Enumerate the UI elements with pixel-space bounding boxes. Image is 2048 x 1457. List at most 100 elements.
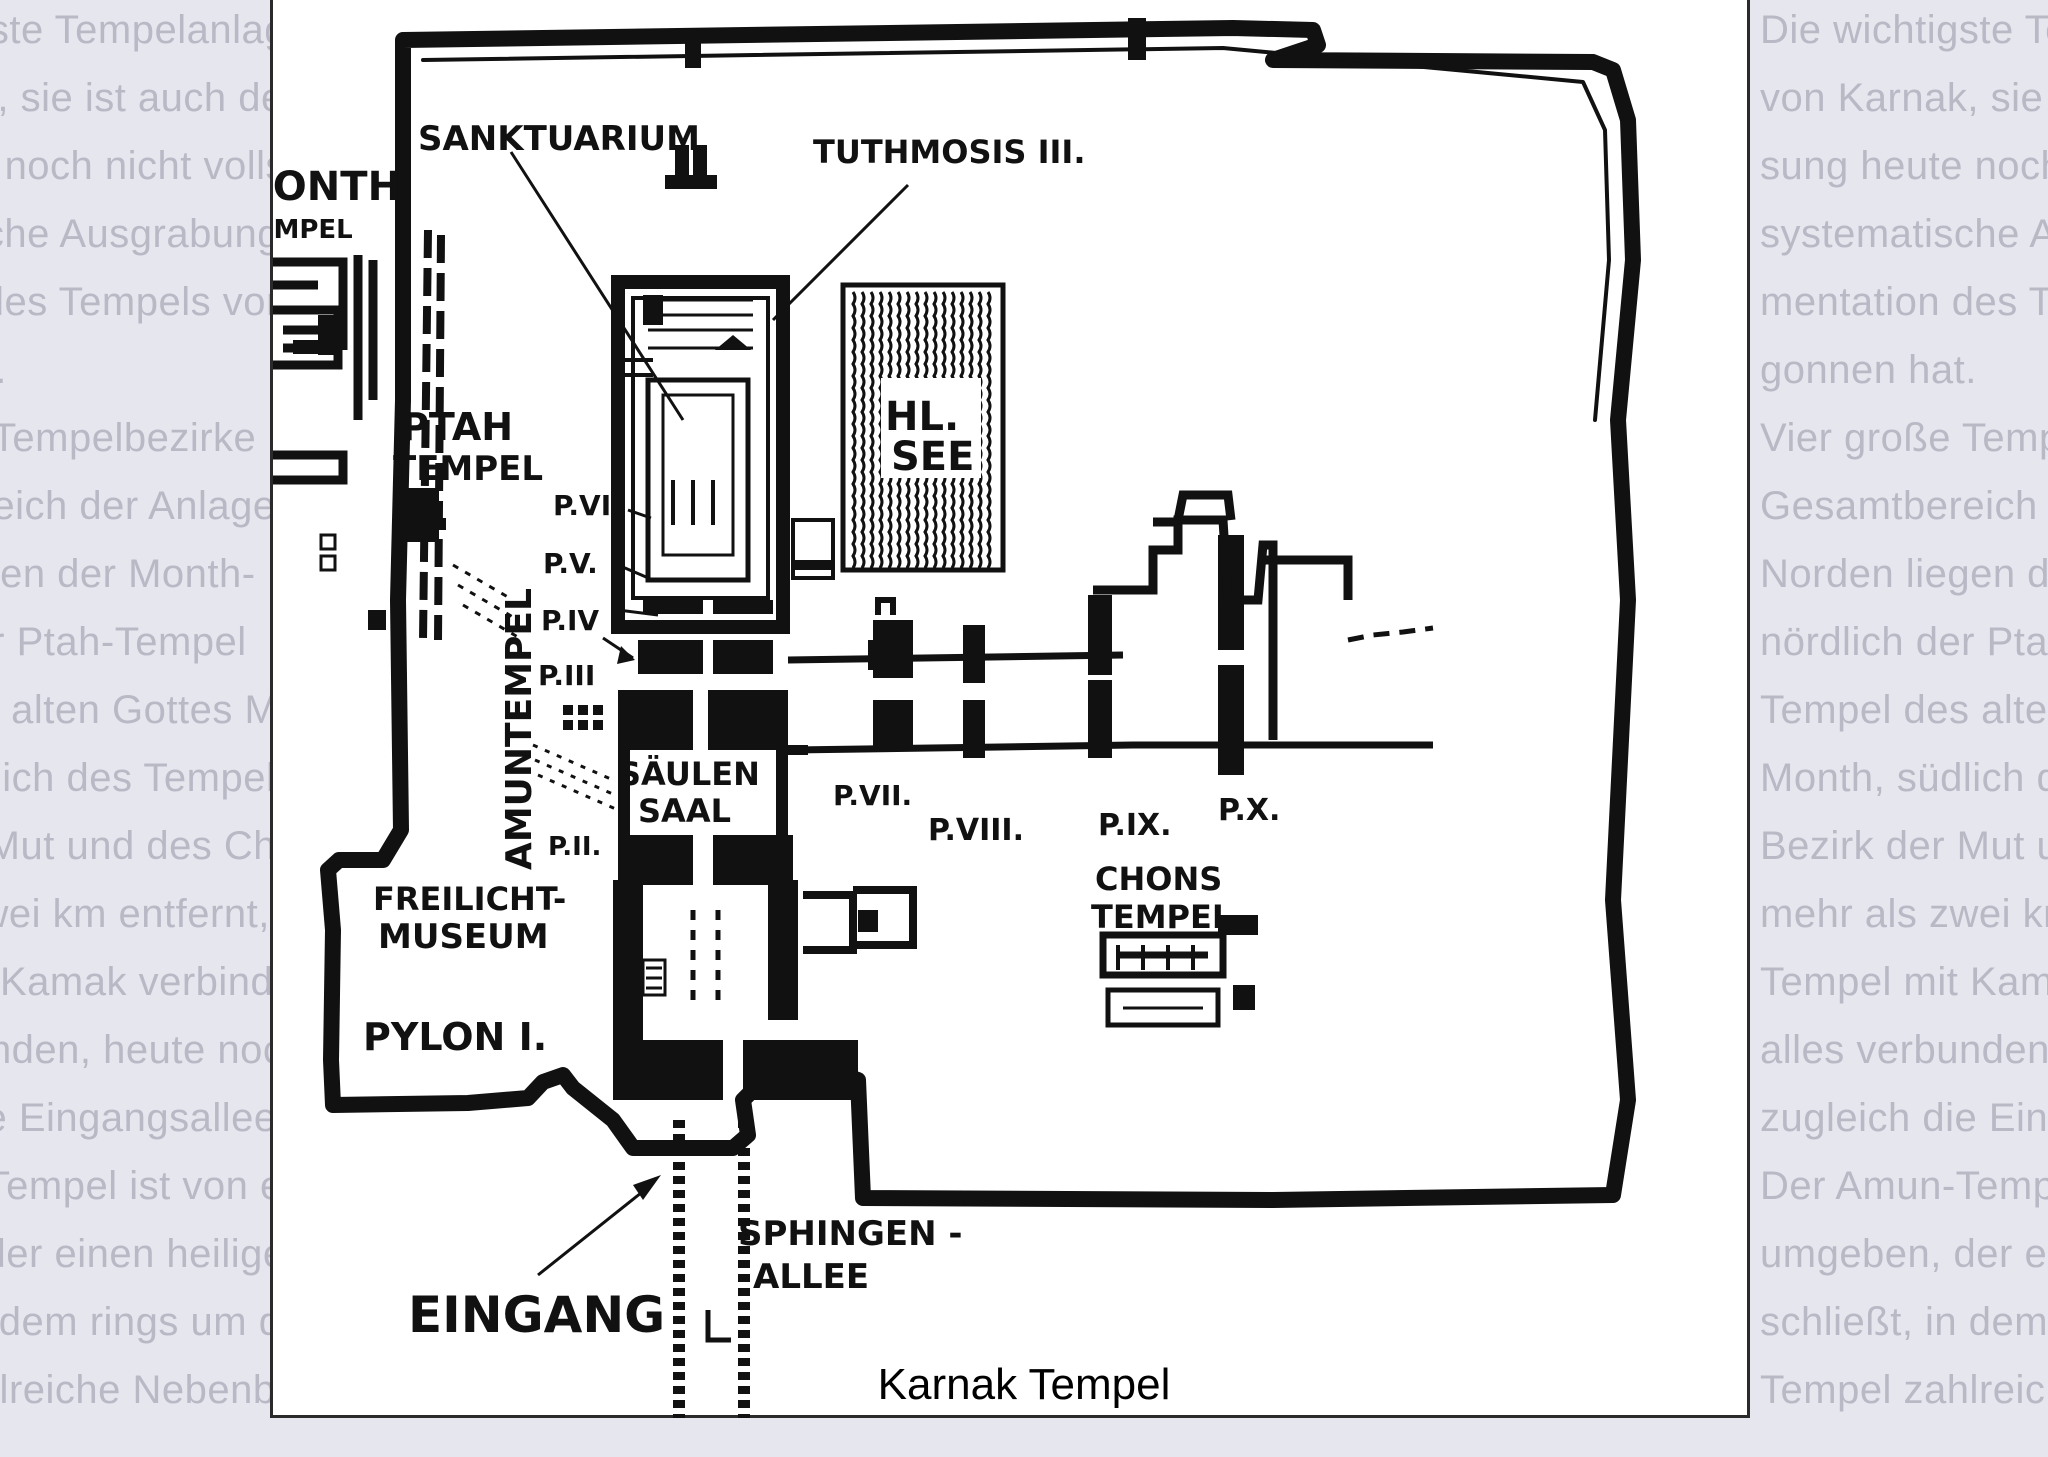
background-text-line-left: zugleich die Eingangsallee xyxy=(0,1096,277,1140)
label-sanktuarium: SANKTUARIUM xyxy=(418,119,700,159)
sphinx-mark xyxy=(673,1218,685,1226)
background-text-line: Bezirk der Mut und des Chons, xyxy=(1760,824,2048,868)
background-text-line-left: Tempel mit Kamak verbindet xyxy=(0,960,308,1004)
sphinx-mark xyxy=(738,1414,750,1418)
sphinx-mark xyxy=(673,1372,685,1380)
background-text-line: Die wichtigste Tempelanlage in xyxy=(1760,8,2048,52)
sphinx-mark xyxy=(738,1148,750,1156)
sphinx-mark xyxy=(673,1246,685,1254)
sphinx-mark xyxy=(738,1330,750,1338)
month-temple xyxy=(273,255,378,485)
sphinx-mark xyxy=(738,1232,750,1240)
eingang-arrow-head xyxy=(633,1175,661,1200)
sanctuary xyxy=(611,275,790,634)
sphinx-mark xyxy=(738,1162,750,1170)
background-text-line: mentation des Tempels von Amun xyxy=(1760,280,2048,324)
label-p4: P.IV xyxy=(541,604,599,637)
background-text-line: schließt, in dem rings um den xyxy=(1760,1300,2048,1344)
sphinx-mark xyxy=(673,1162,685,1170)
sphinx-mark xyxy=(673,1344,685,1352)
sphinx-mark xyxy=(738,1246,750,1254)
background-text-line: von Karnak, sie ist auch der leich- xyxy=(1760,76,2048,120)
label-allee: ALLEE xyxy=(753,1257,869,1297)
label-sphingen: SPHINGEN - xyxy=(738,1214,963,1254)
background-text-line: Tempel zahlreiche Nebenbauten xyxy=(1760,1368,2048,1412)
label-p5: P.V. xyxy=(543,547,598,580)
sphinx-mark xyxy=(673,1204,685,1212)
background-text-line: sung heute noch nicht vollständig xyxy=(1760,144,2048,188)
background-text-line: Tempel des alten Gottes Month, xyxy=(1760,688,2048,732)
sphinx-mark xyxy=(673,1134,685,1142)
label-chons: CHONS xyxy=(1095,860,1222,898)
sacred-lake xyxy=(840,282,1006,573)
west-inner-wall xyxy=(419,229,445,641)
label-p2: P.II. xyxy=(548,832,601,862)
background-text-line: Der Amun-Tempel ist von einem xyxy=(1760,1164,2048,1208)
sphinx-mark xyxy=(738,1176,750,1184)
sphinx-mark xyxy=(673,1120,685,1128)
label-amuntempel: AMUNTEMPEL xyxy=(499,588,540,870)
sphinx-mark xyxy=(673,1302,685,1310)
background-text-line: Month, südlich des Tempels und xyxy=(1760,756,2048,800)
sphinx-mark xyxy=(673,1288,685,1296)
label-museum: MUSEUM xyxy=(378,917,549,957)
label-hl-see-1: HL. xyxy=(885,394,959,440)
sphinx-mark xyxy=(673,1176,685,1184)
background-text-line-left: gonnen hat. xyxy=(0,348,7,393)
background-text-line-left: nördlich der Ptah-Tempel xyxy=(0,620,247,664)
label-p9: P.IX. xyxy=(1098,808,1172,843)
enclosure-inner xyxy=(421,46,1611,422)
lake-wave xyxy=(869,291,875,569)
label-p8: P.VIII. xyxy=(928,813,1024,848)
lake-wave xyxy=(851,291,857,569)
label-saeulen: SÄULEN xyxy=(618,755,760,793)
lake-wave xyxy=(986,291,992,569)
label-hl-see-2: SEE xyxy=(891,434,974,480)
sphinx-mark xyxy=(673,1148,685,1156)
label-eingang: EINGANG xyxy=(408,1286,665,1344)
label-month: MONTH xyxy=(273,164,401,210)
label-ptah: PTAH xyxy=(401,405,513,449)
background-text-line: gonnen hat. xyxy=(1760,348,1977,392)
label-pylon1: PYLON I. xyxy=(363,1015,547,1059)
sphinx-mark xyxy=(673,1274,685,1282)
north-gate-right xyxy=(1128,18,1146,60)
sphinx-mark xyxy=(738,1134,750,1142)
leader-lines xyxy=(509,151,910,1277)
label-p6: P.VI. xyxy=(553,489,622,522)
sphinx-mark xyxy=(738,1400,750,1408)
sphinx-mark xyxy=(738,1190,750,1198)
sphinx-mark xyxy=(673,1330,685,1338)
label-freilicht: FREILICHT- xyxy=(373,880,566,918)
background-text-line: alles verbunden, heute noch xyxy=(1760,1028,2048,1072)
ptah-temple xyxy=(368,488,446,630)
figure-caption: Karnak Tempel xyxy=(877,1360,1171,1409)
sphinx-mark xyxy=(673,1400,685,1408)
background-text-line: systematische Ausgrabung und Doku- xyxy=(1760,212,2048,256)
sphinx-mark xyxy=(738,1260,750,1268)
sphinx-mark xyxy=(738,1120,750,1128)
karnak-temple-plan: SANKTUARIUM TUTHMOSIS III. MONTH TEMPEL … xyxy=(273,18,1641,1418)
label-p7: P.VII. xyxy=(833,779,912,812)
label-tuthmosis: TUTHMOSIS III. xyxy=(813,133,1085,171)
sphinx-mark xyxy=(673,1414,685,1418)
sphinx-avenue xyxy=(673,1120,750,1418)
sphinx-mark xyxy=(738,1358,750,1366)
north-gate-left xyxy=(685,30,701,68)
sphinx-mark xyxy=(673,1358,685,1366)
sphinx-mark xyxy=(738,1316,750,1324)
sphinx-mark xyxy=(738,1344,750,1352)
sphinx-mark xyxy=(738,1204,750,1212)
background-text-line-left: Norden liegen der Month- xyxy=(0,552,256,596)
label-month-tempel: TEMPEL xyxy=(273,215,353,245)
sphinx-mark xyxy=(673,1386,685,1394)
label-saal: SAAL xyxy=(638,792,731,830)
sphinx-mark xyxy=(673,1316,685,1324)
sphinx-mark xyxy=(738,1218,750,1226)
background-text-line: umgeben, der einen heiligen Bezirk xyxy=(1760,1232,2048,1276)
sphinx-mark xyxy=(673,1232,685,1240)
background-text-line: Vier große Tempelbezirke bilden xyxy=(1760,416,2048,460)
background-text-line: Norden liegen der Month- xyxy=(1760,552,2048,596)
background-text-line: mehr als zwei km entfernt, der xyxy=(1760,892,2048,936)
p9-enclosure xyxy=(1093,490,1353,740)
